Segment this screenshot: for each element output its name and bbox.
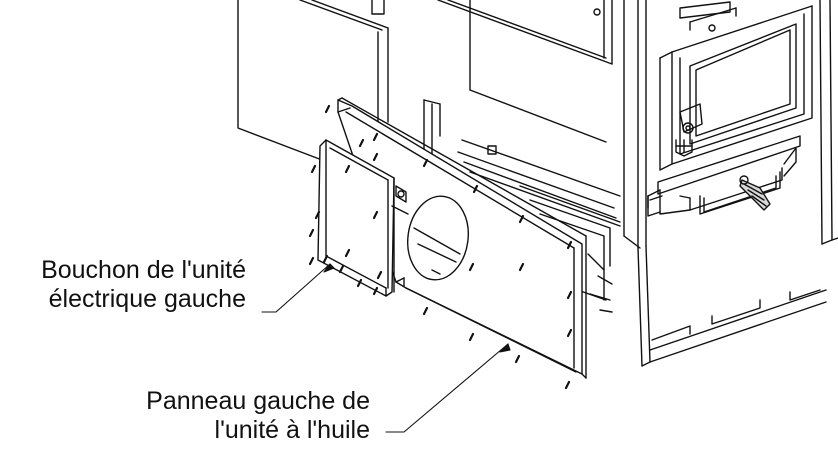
ash-drawer [647, 135, 801, 217]
furnace-left-wall [237, 0, 389, 161]
leader-line-plug [261, 263, 331, 313]
screws [308, 104, 573, 390]
furnace-front-corner [623, 0, 651, 367]
callout-panel-line-2: l'unité à l'huile [214, 416, 370, 444]
callout-oil-unit-left-panel: Panneau gauche de l'unité à l'huile [146, 387, 370, 445]
door-frame [659, 5, 813, 171]
callout-plug-line-2: électrique gauche [48, 285, 246, 313]
furnace-front-right-edge [649, 0, 838, 363]
leader-lines [261, 263, 511, 433]
electrical-unit-plug [317, 139, 409, 297]
callout-electrical-unit-plug: Bouchon de l'unité électrique gauche [41, 256, 246, 314]
leader-line-panel [385, 343, 509, 433]
callout-panel-line-1: Panneau gauche de [146, 387, 370, 415]
oil-unit-left-panel [337, 97, 587, 379]
door-latch [675, 103, 703, 157]
callout-plug-line-1: Bouchon de l'unité [41, 256, 246, 284]
drawer-handle-knob [739, 175, 771, 211]
top-handle-bracket [679, 1, 737, 32]
furnace-upper-panel [437, 0, 613, 143]
